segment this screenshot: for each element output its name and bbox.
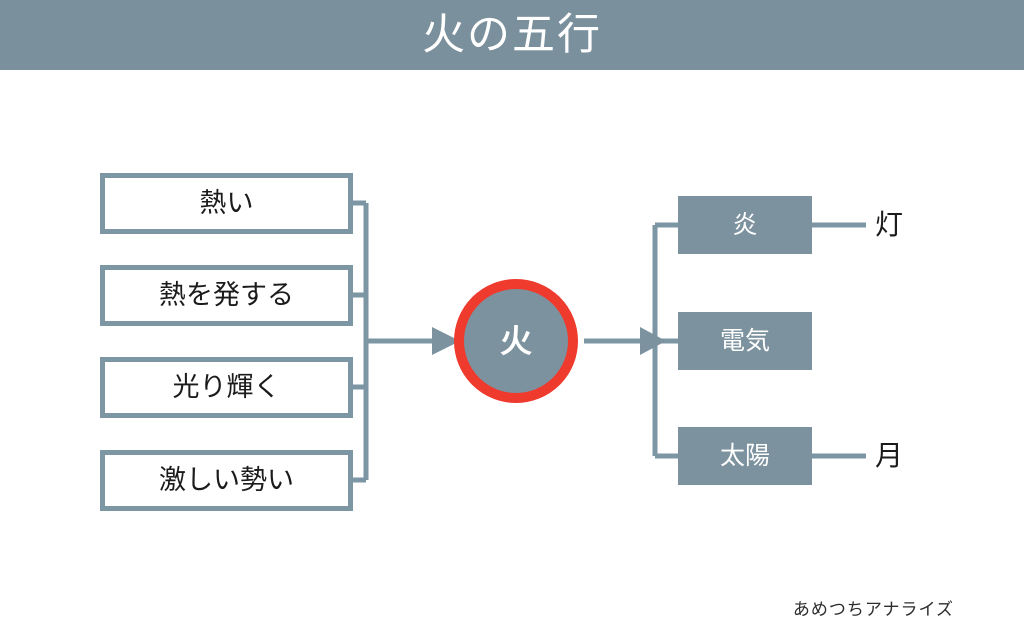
arrowhead-center-to-right — [640, 327, 666, 355]
manifestation-label-3: 太陽 — [719, 441, 770, 470]
leaf-label-2: 月 — [875, 440, 904, 471]
attribute-box-2[interactable]: 熱を発する — [100, 265, 353, 326]
leaf-label-1: 灯 — [875, 209, 904, 240]
center-node-label: 火 — [499, 323, 532, 359]
page-title: 火の五行 — [422, 11, 602, 59]
attribute-label-1: 熱い — [199, 188, 254, 218]
attribute-box-4[interactable]: 激しい勢い — [100, 450, 353, 511]
attribute-box-3[interactable]: 光り輝く — [100, 357, 353, 418]
attribute-label-3: 光り輝く — [172, 372, 281, 402]
manifestation-box-2[interactable]: 電気 — [678, 312, 812, 370]
attribute-box-1[interactable]: 熱い — [100, 173, 353, 234]
arrowhead-left-to-center — [432, 327, 460, 355]
attribute-label-4: 激しい勢い — [159, 465, 294, 495]
center-node-fire[interactable]: 火 — [454, 279, 578, 403]
manifestation-label-2: 電気 — [719, 326, 770, 355]
manifestation-box-3[interactable]: 太陽 — [678, 427, 812, 485]
manifestation-label-1: 炎 — [732, 210, 758, 239]
watermark: あめつちアナライズ — [792, 600, 954, 619]
header-bar — [0, 0, 1024, 70]
manifestation-box-1[interactable]: 炎 — [678, 196, 812, 254]
attribute-label-2: 熱を発する — [159, 280, 294, 310]
